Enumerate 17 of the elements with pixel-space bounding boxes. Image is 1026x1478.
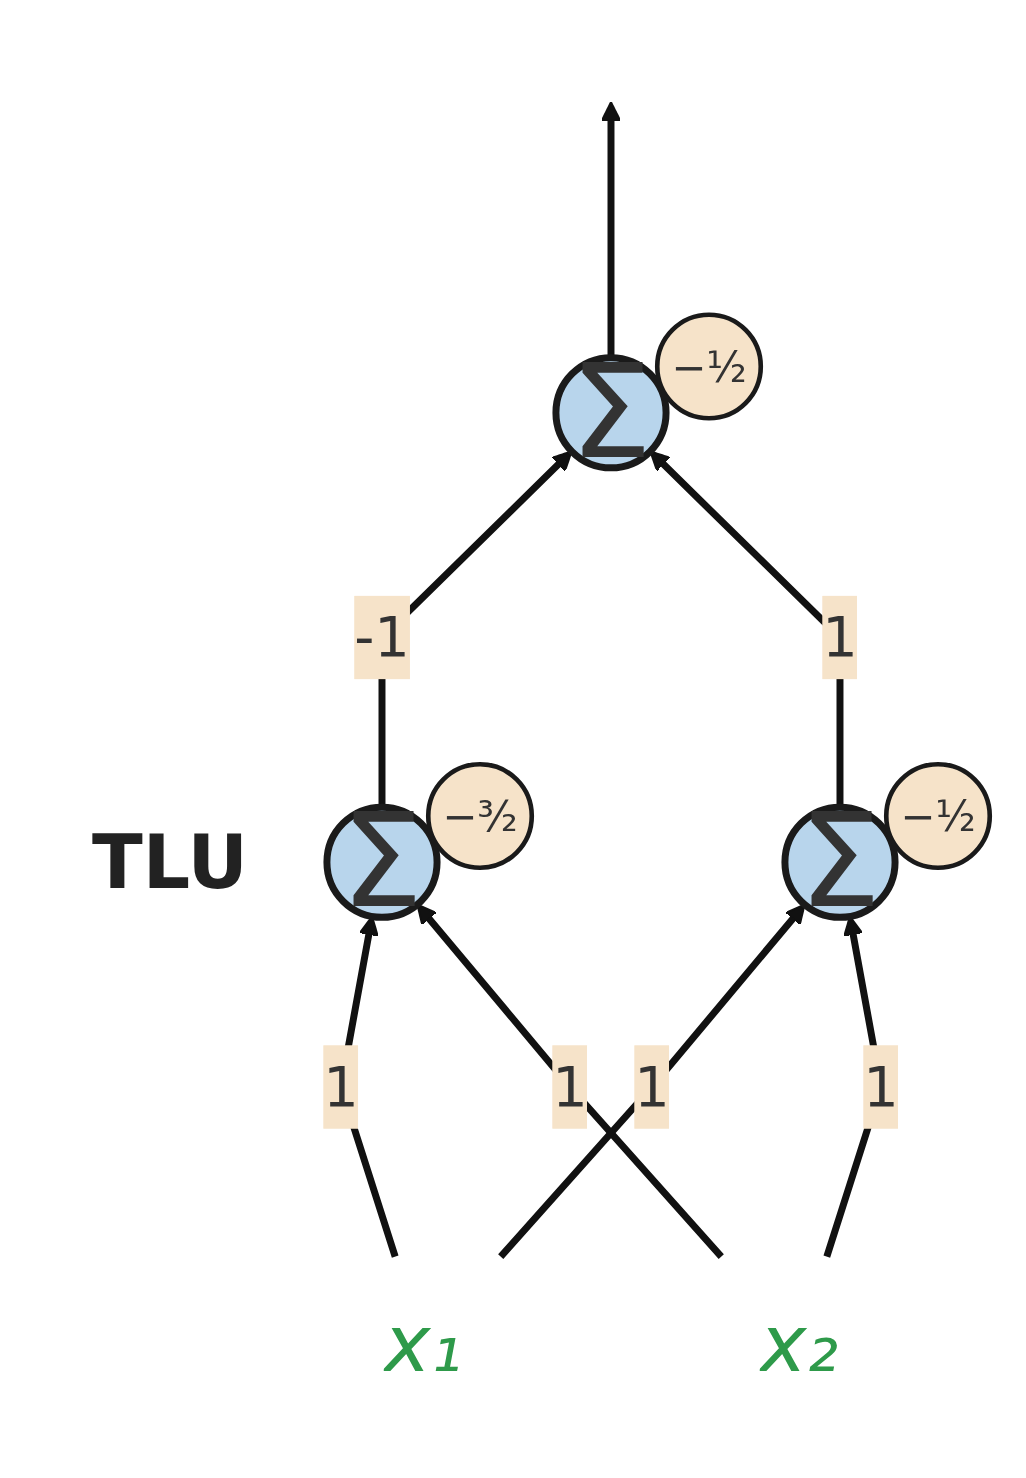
node-text: x₂ [759, 1296, 839, 1390]
node-text: x₁ [383, 1296, 463, 1390]
node-circle: −½ [883, 762, 993, 871]
edge-label: 1 [634, 1054, 670, 1120]
edge-label: 1 [323, 1054, 359, 1120]
node-circle: Σ [323, 804, 441, 922]
arrow [416, 903, 724, 1260]
edge-label: 1 [822, 605, 858, 671]
edge-label: 1 [552, 1054, 588, 1120]
edge-label: 1 [863, 1054, 899, 1120]
node-circle: Σ [781, 804, 899, 922]
node-circle: −½ [654, 312, 764, 421]
node-label: TLU [92, 818, 248, 907]
edge-label: -1 [354, 605, 410, 671]
node-circle: −³⁄₂ [425, 762, 535, 871]
arrow [498, 903, 806, 1260]
node-circle: Σ [552, 354, 670, 472]
